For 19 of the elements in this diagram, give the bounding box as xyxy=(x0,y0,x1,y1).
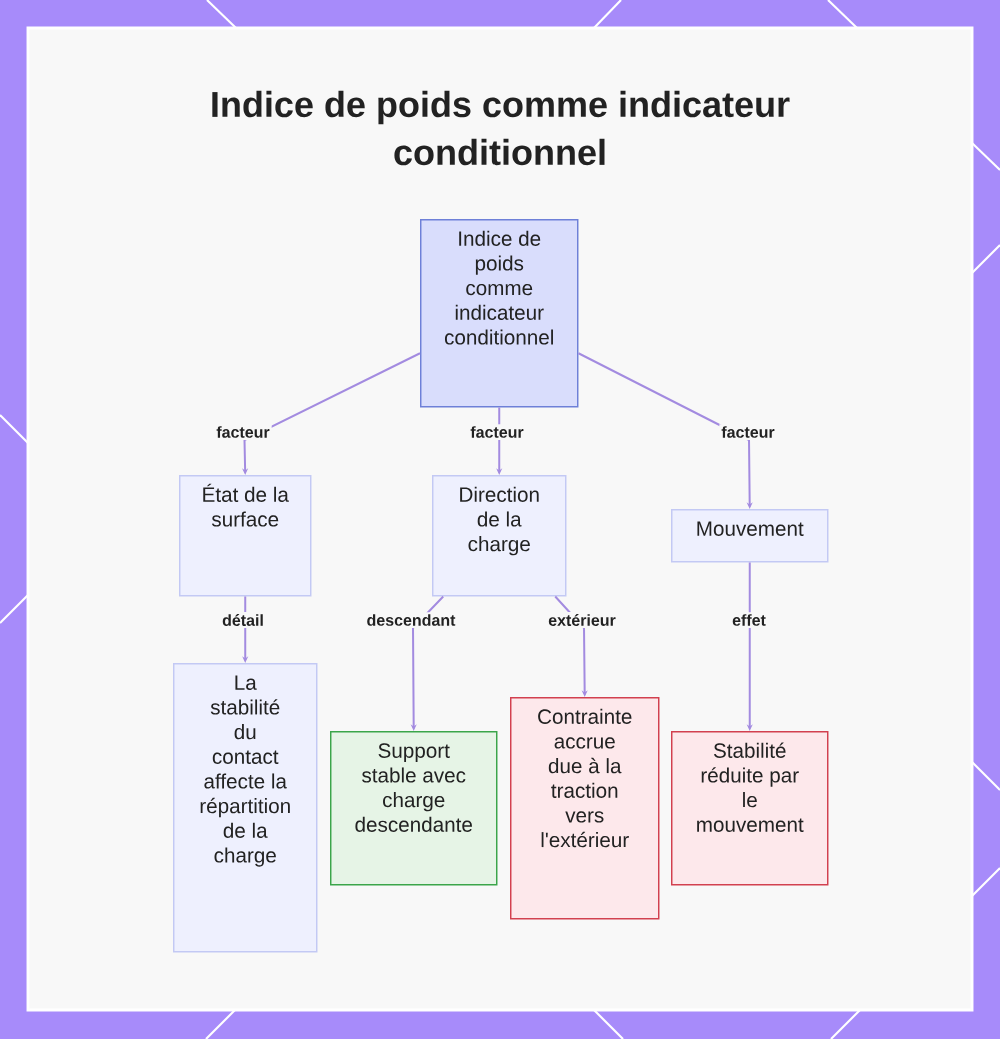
info-box: Stabilité réduite par le mouvement xyxy=(671,731,829,886)
info-box: Direction de la charge xyxy=(432,475,567,597)
edge-label: extérieur xyxy=(546,612,618,628)
edge-label: descendant xyxy=(364,612,458,628)
info-box: Mouvement xyxy=(671,509,829,563)
info-box: Support stable avec charge descendante xyxy=(330,731,498,886)
connector xyxy=(577,352,753,509)
connector xyxy=(242,352,421,475)
edge-label: facteur xyxy=(214,424,272,440)
connector xyxy=(554,595,588,697)
info-box: Contrainte accrue due à la traction vers l'extérieur xyxy=(510,697,660,920)
edge-label: effet xyxy=(730,612,768,628)
info-box: État de la surface xyxy=(179,475,312,597)
info-box: La stabilité du contact affecte la répartition de la charge xyxy=(173,663,318,953)
topic-box: Indice de poids comme indicateur conditionnel xyxy=(420,219,579,408)
edge-label: facteur xyxy=(468,424,526,440)
title: Indice de poids comme indicateur conditionnel xyxy=(212,90,790,166)
edge-label: détail xyxy=(220,612,266,628)
edge-label: facteur xyxy=(719,424,777,440)
